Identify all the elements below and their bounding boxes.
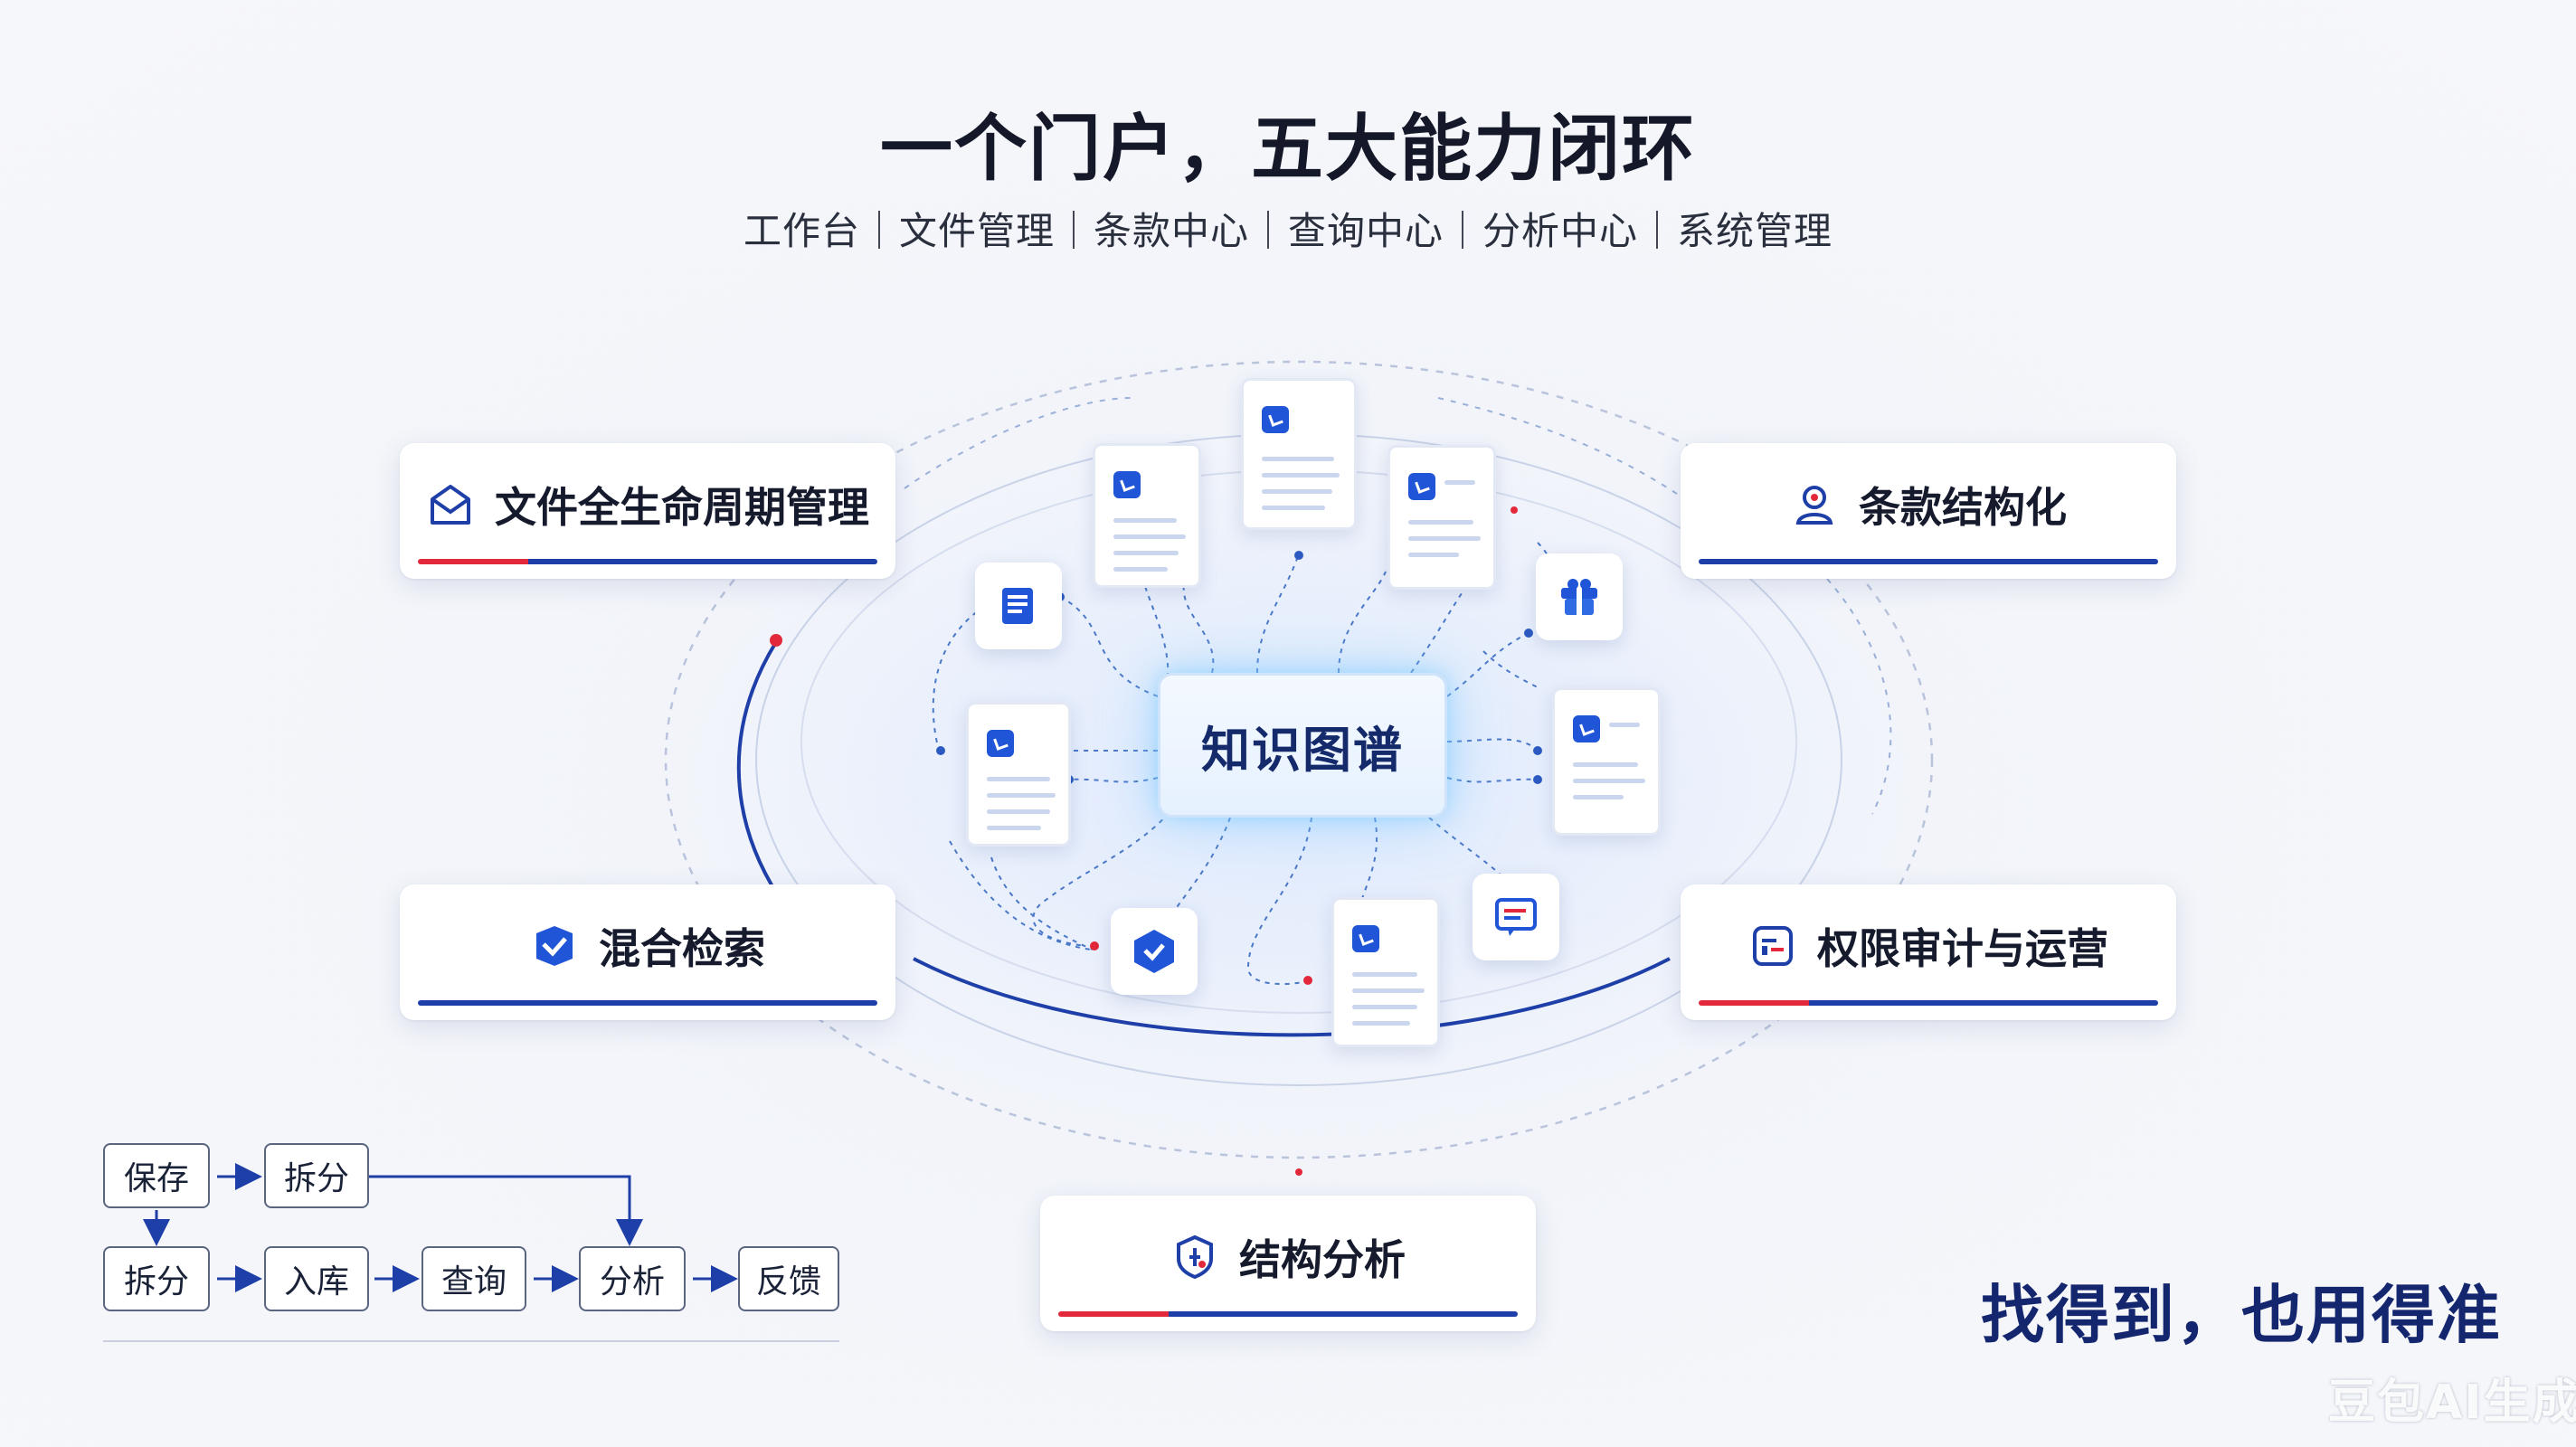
document-card [1241, 378, 1357, 530]
watermark: 豆包AI生成 [2328, 1376, 2576, 1430]
flow-step-query: 查询 [421, 1246, 526, 1311]
capability-label: 权限审计与运营 [1817, 924, 2108, 973]
document-card [1387, 445, 1496, 590]
capability-label: 条款结构化 [1859, 483, 2067, 532]
knowledge-graph-label: 知识图谱 [1201, 721, 1404, 779]
document-badge-icon [1262, 406, 1289, 433]
accent-bar [1699, 1000, 2158, 1006]
document-card [1331, 897, 1440, 1047]
check-hexagon-icon [1111, 908, 1198, 995]
document-card [1552, 687, 1661, 836]
document-badge-icon [987, 730, 1014, 757]
flow-step-save: 保存 [103, 1143, 210, 1208]
user-icon [1790, 480, 1839, 529]
audit-icon [1748, 922, 1797, 970]
accent-bar [418, 559, 877, 564]
shield-icon [1170, 1233, 1219, 1281]
module-nav-subtitle: 工作台｜文件管理｜条款中心｜查询中心｜分析中心｜系统管理 [743, 209, 1833, 253]
envelope-icon [426, 480, 475, 529]
gift-box-icon [1536, 553, 1623, 640]
slogan: 找得到，也用得准 [1981, 1278, 2502, 1352]
document-badge-icon [1352, 925, 1379, 952]
document-card [966, 702, 1071, 846]
capability-card-permission-audit: 权限审计与运营 [1681, 884, 2176, 1020]
flow-step-feedback: 反馈 [738, 1246, 839, 1311]
accent-bar [418, 1000, 877, 1006]
page-title: 一个门户，五大能力闭环 [880, 107, 1696, 191]
orbit-arc-blue-left [736, 640, 780, 897]
document-badge-icon [1573, 715, 1600, 742]
capability-card-clause-structuring: 条款结构化 [1681, 443, 2176, 579]
flow-step-split: 拆分 [264, 1143, 369, 1208]
orbit-dot-red [770, 634, 782, 647]
orbit-dot-red-right [1511, 506, 1518, 514]
accent-bar [1058, 1311, 1518, 1317]
dashed-link-top-right [1437, 397, 1683, 498]
capability-label: 混合检索 [599, 924, 765, 973]
document-badge-icon [1408, 473, 1435, 500]
flow-step-split: 拆分 [103, 1246, 210, 1311]
dashed-link-top-left [904, 397, 1132, 489]
accent-bar [1699, 559, 2158, 564]
orbit-dot-red-bottom [1295, 1168, 1302, 1176]
document-badge-icon [1113, 471, 1141, 498]
capability-card-hybrid-search: 混合检索 [400, 884, 895, 1020]
check-shield-icon [530, 922, 579, 970]
orbit-outer-dashed [664, 360, 1934, 1159]
document-card [1093, 443, 1201, 588]
connector-dot-red [1303, 976, 1312, 985]
capability-card-structure-analysis: 结构分析 [1040, 1196, 1536, 1331]
capability-card-file-lifecycle: 文件全生命周期管理 [400, 443, 895, 579]
flow-step-analyze: 分析 [579, 1246, 686, 1311]
flow-step-ingest: 入库 [264, 1246, 369, 1311]
connector-dot-red [1090, 941, 1099, 950]
capability-label: 结构分析 [1239, 1235, 1406, 1284]
notebook-icon [975, 563, 1062, 649]
capability-label: 文件全生命周期管理 [495, 483, 869, 532]
chat-message-icon [1473, 874, 1559, 960]
flow-divider [103, 1340, 839, 1342]
knowledge-graph-node: 知识图谱 [1158, 673, 1447, 818]
orbit-arc-blue-bottom [913, 957, 1671, 1037]
